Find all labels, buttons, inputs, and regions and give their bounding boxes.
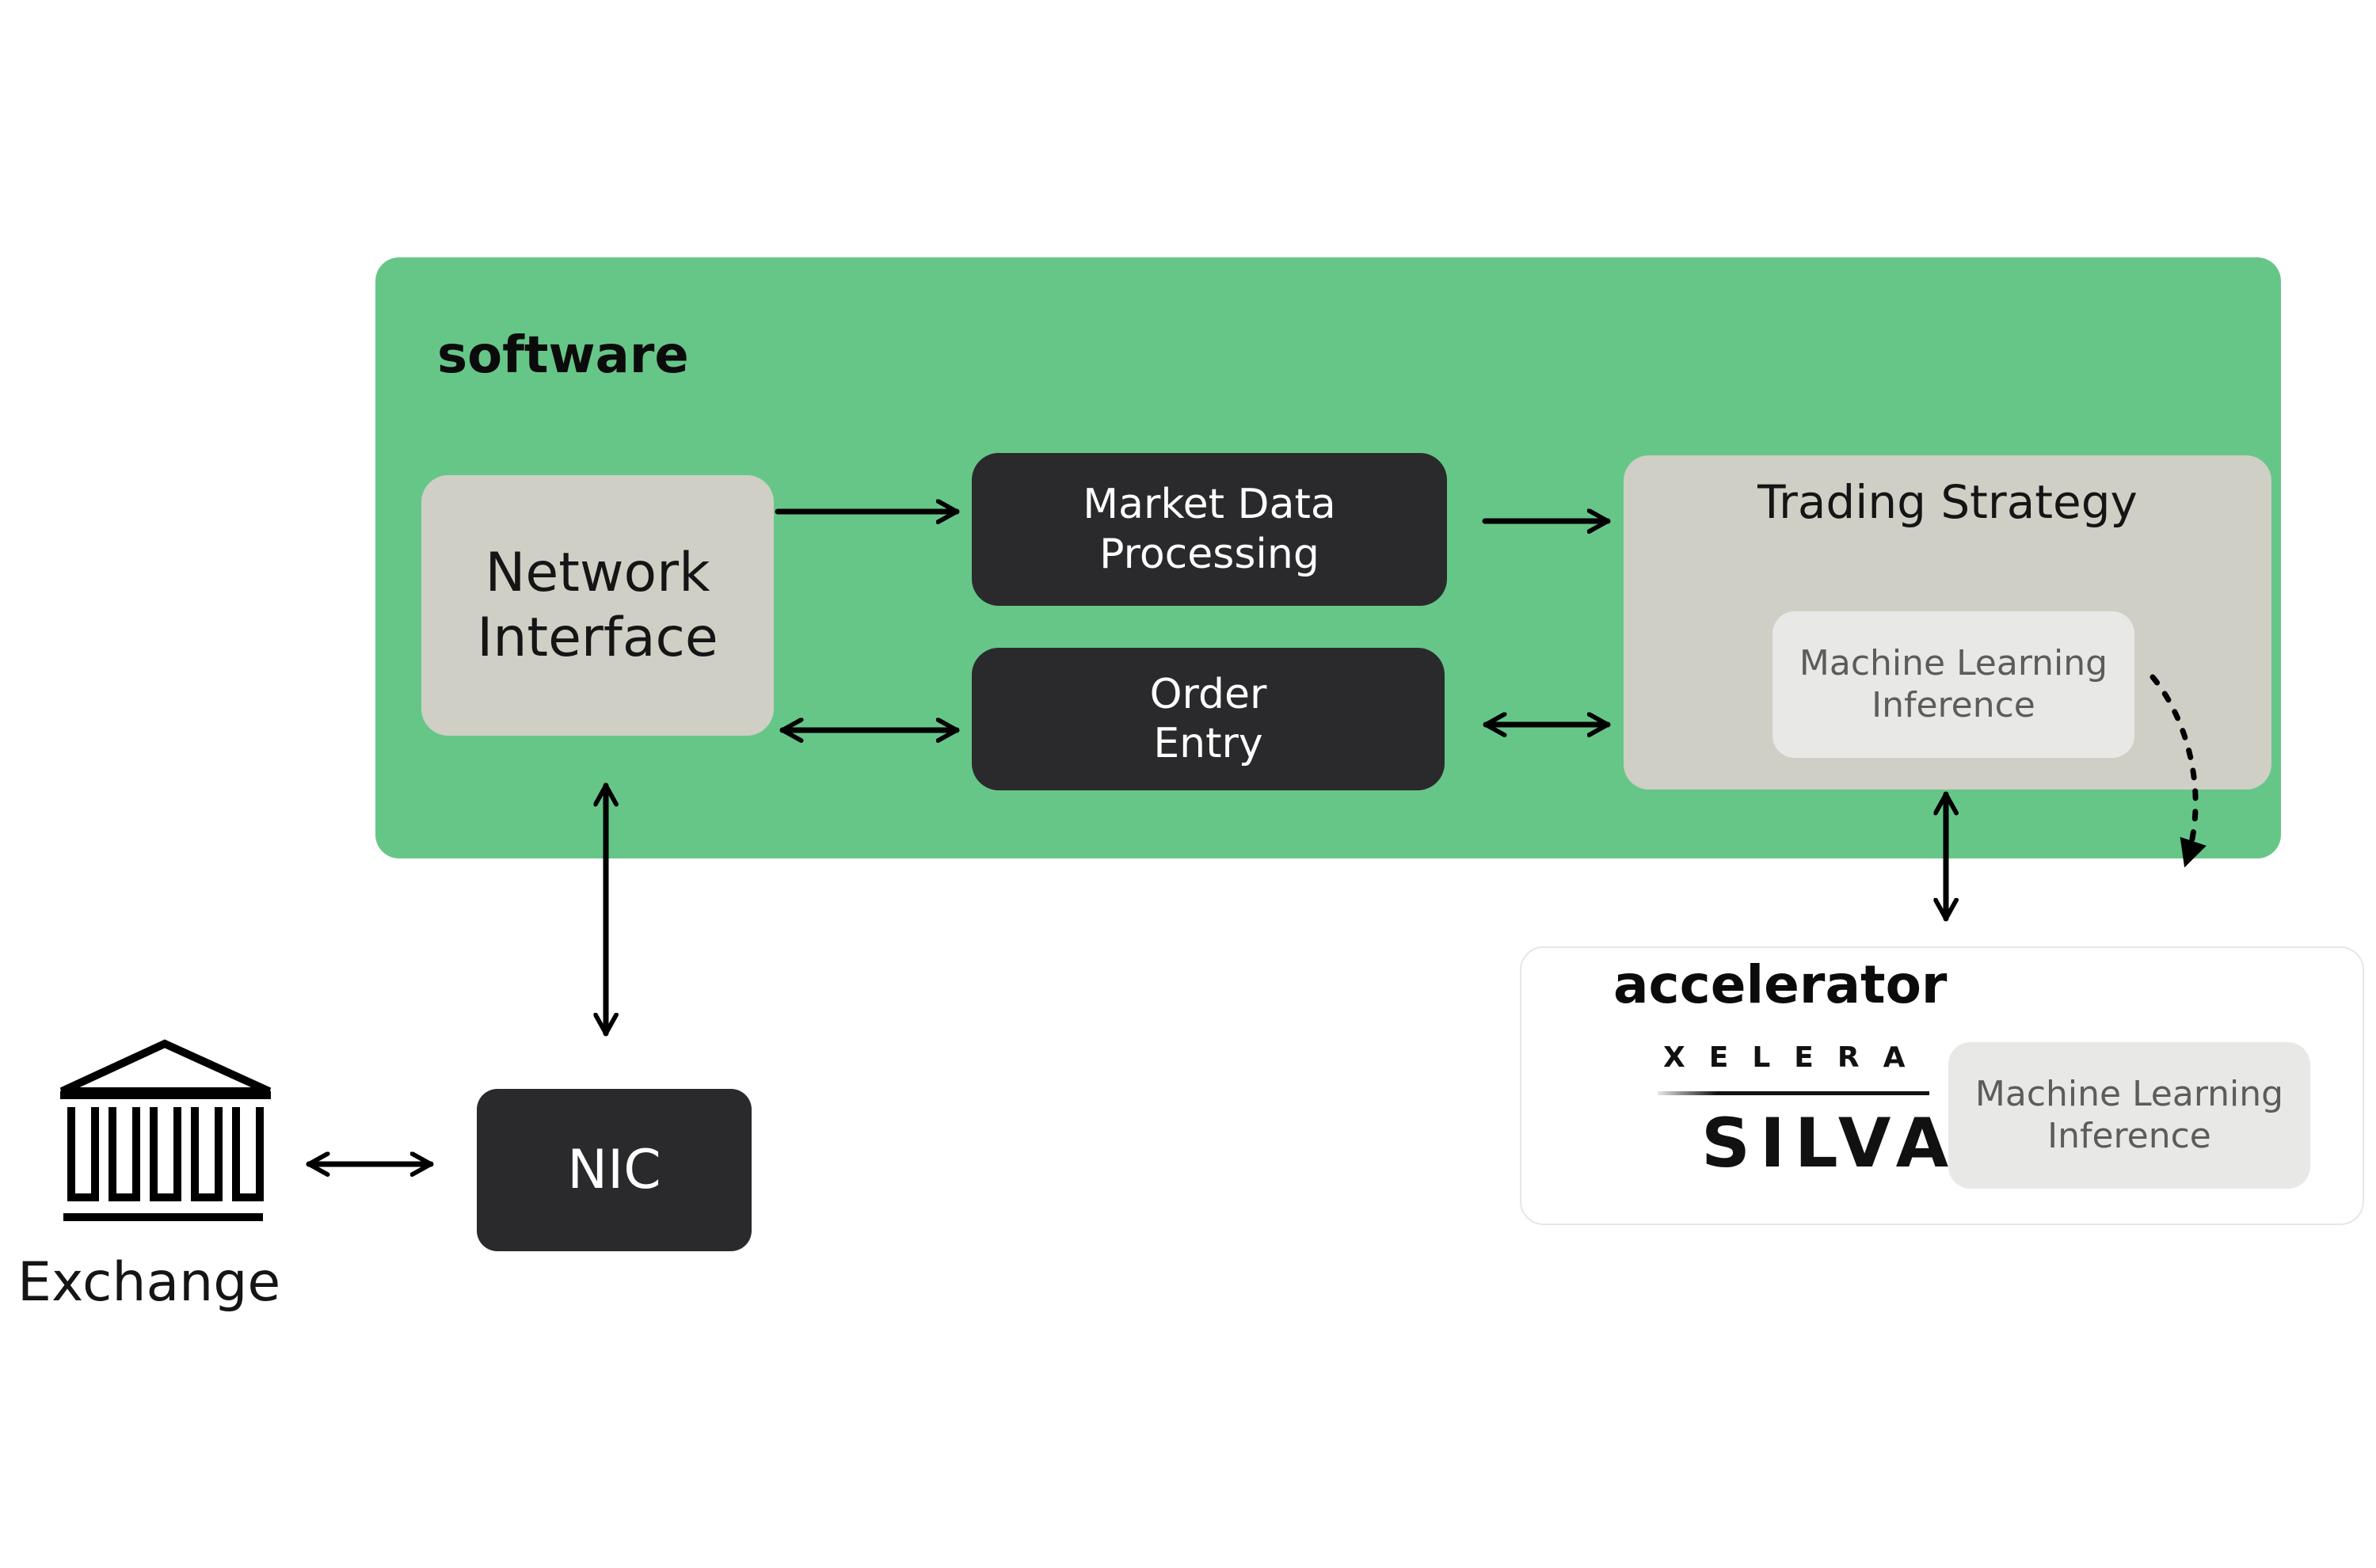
ml-inference-accelerator-label: Machine Learning Inference: [1974, 1073, 2284, 1156]
logo-divider: [1658, 1091, 1929, 1095]
nic-box: NIC: [477, 1089, 752, 1251]
bank-building-icon: [59, 1039, 272, 1221]
ml-inference-software-box: Machine Learning Inference: [1772, 611, 2134, 758]
market-data-processing-box: Market Data Processing: [972, 453, 1447, 606]
exchange-label: Exchange: [17, 1251, 281, 1314]
order-entry-label: Order Entry: [1149, 670, 1267, 767]
silva-logo-text: SILVA: [1701, 1104, 1959, 1183]
software-title: software: [437, 326, 689, 385]
order-entry-box: Order Entry: [972, 648, 1445, 790]
nic-label: NIC: [567, 1138, 661, 1201]
arrow-ml-offload-dotted: [2149, 674, 2207, 868]
ml-inference-accelerator-box: Machine Learning Inference: [1948, 1042, 2310, 1189]
market-data-processing-label: Market Data Processing: [1083, 481, 1336, 578]
ml-inference-software-label: Machine Learning Inference: [1799, 642, 2108, 725]
xelera-logo-text: XELERA: [1663, 1041, 1929, 1074]
network-interface-box: Network Interface: [421, 475, 774, 736]
accelerator-title: accelerator: [1613, 954, 1948, 1015]
trading-strategy-label: Trading Strategy: [1757, 475, 2138, 529]
network-interface-label: Network Interface: [477, 541, 718, 669]
